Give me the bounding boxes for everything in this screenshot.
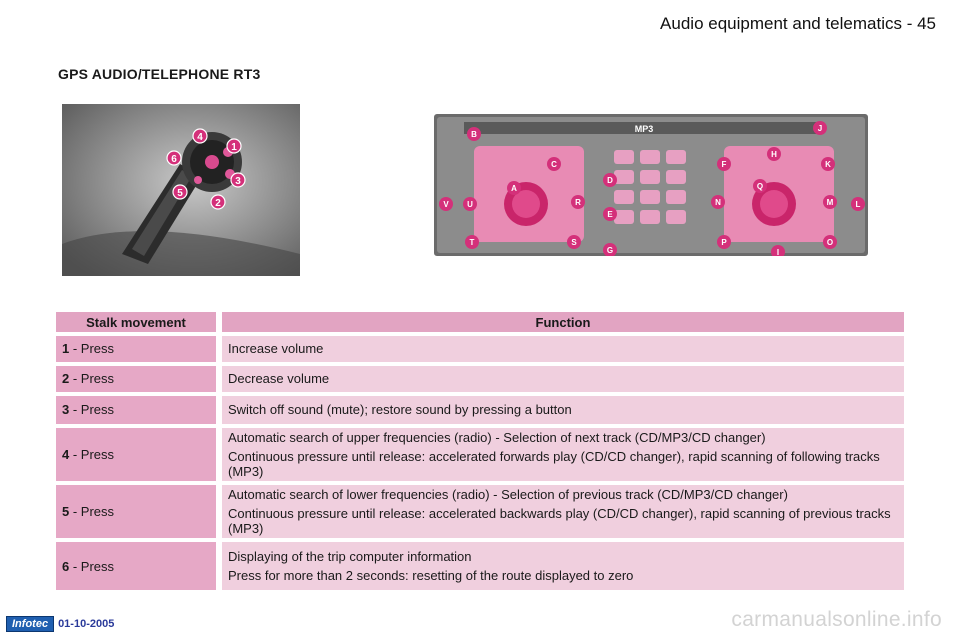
radio-label: D — [607, 176, 613, 185]
table-row: 1 - Press Increase volume — [56, 336, 904, 362]
radio-label: B — [471, 130, 477, 139]
radio-label: T — [470, 238, 475, 247]
function-text: Continuous pressure until release: accel… — [228, 449, 880, 480]
stalk-number: 1 — [62, 341, 70, 357]
radio-label: L — [856, 200, 861, 209]
stalk-action: - Press — [69, 402, 115, 418]
function-text: Decrease volume — [228, 371, 330, 387]
watermark: carmanualsonline.info — [731, 608, 942, 631]
function-text: Increase volume — [228, 341, 324, 357]
page-header: Audio equipment and telematics - 45 — [660, 14, 936, 33]
radio-label: C — [551, 160, 557, 169]
stalk-cell: 4 - Press — [56, 428, 222, 482]
table-row: 6 - Press Displaying of the trip compute… — [56, 542, 904, 591]
radio-panel-illustration: MP3 A B C D E F G H I J K L M N O P Q R … — [434, 114, 868, 256]
function-cell: Decrease volume — [222, 366, 904, 392]
function-cell: Automatic search of upper frequencies (r… — [222, 428, 904, 482]
stalk-label: 1 — [231, 142, 237, 153]
radio-label: H — [771, 150, 777, 159]
radio-label: K — [825, 160, 831, 169]
radio-display-text: MP3 — [635, 124, 654, 134]
stalk-action: - Press — [69, 371, 115, 387]
stalk-action: - Press — [69, 504, 115, 520]
stalk-action: - Press — [69, 558, 115, 574]
function-text: Continuous pressure until release: accel… — [228, 506, 891, 537]
stalk-cell: 1 - Press — [56, 336, 222, 362]
radio-label: A — [511, 184, 517, 193]
stalk-label: 2 — [215, 198, 221, 209]
stalk-number: 2 — [62, 371, 70, 387]
table-row: 3 - Press Switch off sound (mute); resto… — [56, 396, 904, 424]
radio-label: Q — [757, 182, 763, 191]
radio-label: S — [571, 238, 577, 247]
radio-label: J — [818, 124, 822, 133]
function-text: Switch off sound (mute); restore sound b… — [228, 402, 572, 418]
function-cell: Displaying of the trip computer informat… — [222, 542, 904, 591]
stalk-function-table: Stalk movement Function 1 - Press Increa… — [56, 308, 904, 594]
stalk-label: 3 — [235, 176, 241, 187]
publication-date: 01-10-2005 — [58, 618, 115, 630]
function-text: Press for more than 2 seconds: resetting… — [228, 568, 634, 584]
function-cell: Automatic search of lower frequencies (r… — [222, 485, 904, 539]
radio-label: N — [715, 198, 721, 207]
radio-label: F — [722, 160, 727, 169]
radio-label: U — [467, 200, 473, 209]
stalk-cell: 3 - Press — [56, 396, 222, 424]
stalk-action: - Press — [69, 447, 115, 463]
radio-label: M — [827, 198, 834, 207]
section-title: GPS AUDIO/TELEPHONE RT3 — [58, 66, 261, 82]
stalk-illustration: 1 2 3 4 5 6 — [62, 104, 300, 276]
stalk-cell: 5 - Press — [56, 485, 222, 539]
function-text: Automatic search of lower frequencies (r… — [228, 487, 788, 503]
stalk-cell: 6 - Press — [56, 542, 222, 591]
column-header-stalk: Stalk movement — [56, 312, 222, 332]
radio-label: R — [575, 198, 581, 207]
stalk-label: 4 — [197, 132, 203, 143]
footer: Infotec 01-10-2005 — [6, 616, 114, 632]
table-header-row: Stalk movement Function — [56, 312, 904, 332]
radio-label: O — [827, 238, 833, 247]
table-row: 5 - Press Automatic search of lower freq… — [56, 485, 904, 539]
stalk-number: 3 — [62, 402, 70, 418]
function-text: Displaying of the trip computer informat… — [228, 549, 472, 565]
radio-label: V — [443, 200, 449, 209]
stalk-label: 5 — [177, 188, 183, 199]
radio-label: G — [607, 246, 613, 255]
table-row: 2 - Press Decrease volume — [56, 366, 904, 392]
stalk-number: 4 — [62, 447, 70, 463]
function-text: Automatic search of upper frequencies (r… — [228, 430, 766, 445]
column-header-function: Function — [222, 312, 904, 332]
stalk-number: 5 — [62, 504, 70, 520]
infotec-logo: Infotec — [6, 616, 55, 632]
function-cell: Increase volume — [222, 336, 904, 362]
radio-label: P — [721, 238, 727, 247]
stalk-number: 6 — [62, 558, 70, 574]
radio-label: E — [607, 210, 613, 219]
stalk-cell: 2 - Press — [56, 366, 222, 392]
stalk-action: - Press — [69, 341, 115, 357]
radio-label: I — [777, 248, 779, 256]
stalk-label: 6 — [171, 154, 177, 165]
table-row: 4 - Press Automatic search of upper freq… — [56, 428, 904, 482]
function-cell: Switch off sound (mute); restore sound b… — [222, 396, 904, 424]
